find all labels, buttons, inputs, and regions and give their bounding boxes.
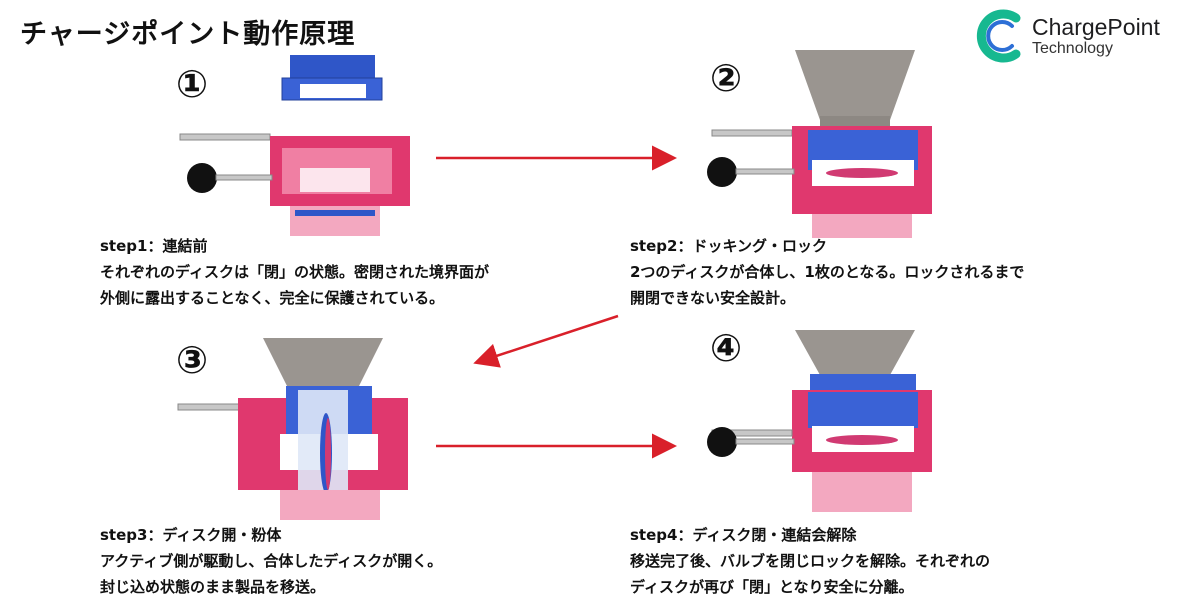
step-1-caption: step1：連結前 それぞれのディスクは「閉」の状態。密閉された境界面が 外側に… xyxy=(100,233,489,311)
step-3-heading: step3：ディスク開・粉体 xyxy=(100,526,282,544)
step-2-line-2: 開閉できない安全設計。 xyxy=(630,289,796,307)
step-4-heading: step4：ディスク閉・連結会解除 xyxy=(630,526,857,544)
step-3-line-2: 封じ込め状態のまま製品を移送。 xyxy=(100,578,326,596)
step-2-line-1: 2つのディスクが合体し、1枚のとなる。ロックされるまで xyxy=(630,263,1025,281)
arrow-step2-to-step3 xyxy=(473,314,619,368)
page-title: チャージポイント動作原理 xyxy=(20,19,356,50)
step-1-illustration xyxy=(179,55,410,236)
step-3-line-1: アクティブ側が駆動し、合体したディスクが開く。 xyxy=(100,552,443,570)
logo-mark-icon xyxy=(976,9,1021,63)
step-4-line-2: ディスクが再び「閉」となり安全に分離。 xyxy=(630,578,914,596)
step-3-number: ③ xyxy=(176,338,209,382)
step-1-line-1: それぞれのディスクは「閉」の状態。密閉された境界面が xyxy=(100,263,489,281)
step-2-heading: step2：ドッキング・ロック xyxy=(630,237,827,255)
chargepoint-logo: ChargePoint Technology xyxy=(972,8,1182,68)
step-4-number: ④ xyxy=(710,326,743,370)
step-1-line-2: 外側に露出することなく、完全に保護されている。 xyxy=(100,289,445,307)
step-1-heading: step1：連結前 xyxy=(100,237,208,255)
step-3-illustration xyxy=(177,338,408,520)
logo-brand-text: ChargePoint xyxy=(1032,14,1160,40)
step-1-number: ① xyxy=(176,62,209,106)
step-3-caption: step3：ディスク開・粉体 アクティブ側が駆動し、合体したディスクが開く。 封… xyxy=(100,522,442,600)
step-4-illustration xyxy=(707,330,932,512)
step-2-number: ② xyxy=(710,56,743,100)
logo-sub-text: Technology xyxy=(1032,40,1113,57)
step-4-line-1: 移送完了後、バルブを閉じロックを解除。それぞれの xyxy=(630,552,991,570)
step-2-caption: step2：ドッキング・ロック 2つのディスクが合体し、1枚のとなる。ロックされ… xyxy=(630,233,1024,311)
step-4-caption: step4：ディスク閉・連結会解除 移送完了後、バルブを閉じロックを解除。それぞ… xyxy=(630,522,990,600)
step-2-illustration xyxy=(707,50,932,238)
